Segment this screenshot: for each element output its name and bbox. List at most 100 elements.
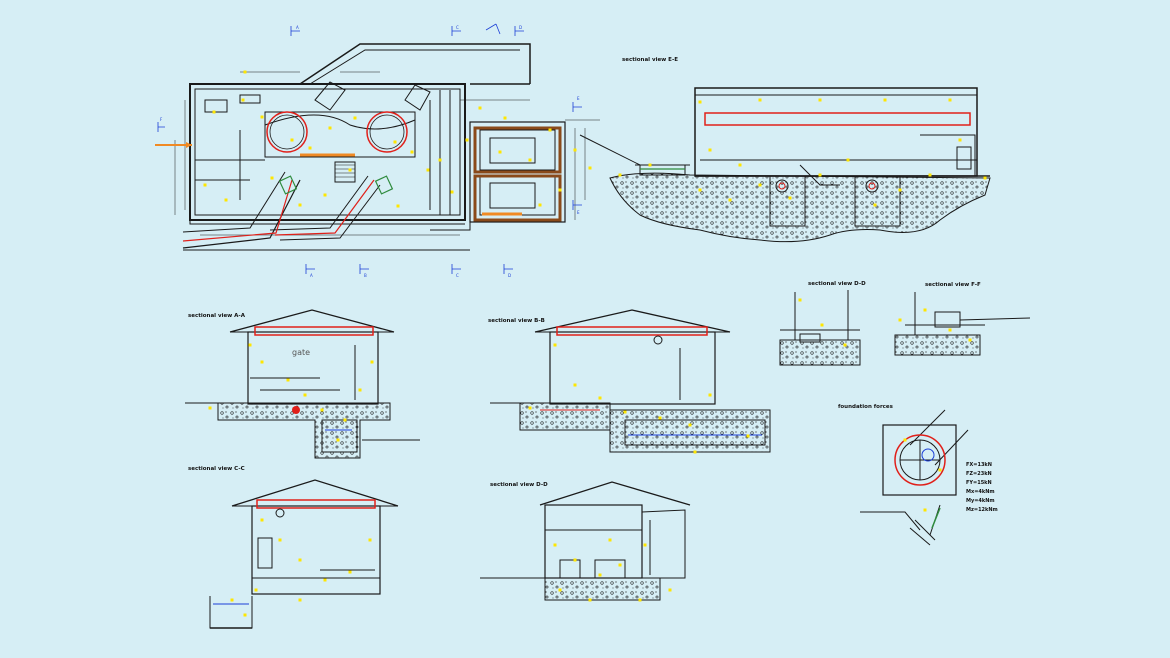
grip-marker <box>370 360 374 364</box>
grip-marker <box>708 393 712 397</box>
grip-marker <box>798 298 802 302</box>
grip-marker <box>348 168 352 172</box>
cut-marker-d-top: D <box>519 25 522 30</box>
foundation-forces: foundation forces FX=13kN FZ=23kN FY=15k… <box>838 404 998 546</box>
grip-marker <box>548 128 552 132</box>
grip-marker <box>254 588 258 592</box>
grip-marker <box>465 138 469 142</box>
grip-marker <box>668 588 672 592</box>
grip-marker <box>643 543 647 547</box>
grip-marker <box>573 148 577 152</box>
grip-marker <box>758 183 762 187</box>
grip-marker <box>343 418 347 422</box>
section-cc-label: sectional view C-C <box>188 466 245 472</box>
grip-marker <box>323 193 327 197</box>
grip-marker <box>528 406 532 410</box>
grip-marker <box>336 438 340 442</box>
plan-view <box>174 43 600 251</box>
grip-marker <box>938 468 942 472</box>
grip-marker <box>958 138 962 142</box>
grip-marker <box>203 183 207 187</box>
grip-marker <box>818 98 822 102</box>
grip-marker <box>303 393 307 397</box>
section-cc: sectional view C-C <box>188 466 399 629</box>
grip-marker <box>588 166 592 170</box>
grip-marker <box>298 598 302 602</box>
grip-marker <box>658 416 662 420</box>
grip-marker <box>278 538 282 542</box>
grip-marker <box>393 140 397 144</box>
grip-marker <box>270 176 274 180</box>
grip-marker <box>348 570 352 574</box>
section-cut-markers <box>157 23 582 274</box>
grip-marker <box>693 450 697 454</box>
grip-marker <box>320 408 324 412</box>
grip-marker <box>923 508 927 512</box>
cut-marker-d-bottom: D <box>508 273 511 278</box>
section-cut-marker-labels: A A B C C D D E E F <box>160 25 580 278</box>
grip-marker <box>323 578 327 582</box>
grip-marker <box>208 406 212 410</box>
grip-marker <box>503 116 507 120</box>
grip-marker <box>358 388 362 392</box>
moment-my: My=4kNm <box>966 498 995 504</box>
grip-marker <box>638 598 642 602</box>
grip-marker <box>923 308 927 312</box>
grip-marker <box>298 203 302 207</box>
section-aa: gate sectional view A-A <box>185 309 420 459</box>
cut-marker-a-bottom: A <box>310 273 313 278</box>
grip-marker <box>820 323 824 327</box>
section-ff: sectional view F-F <box>894 282 1031 356</box>
section-dd: sectional view D-D <box>480 481 691 601</box>
grip-marker <box>903 438 907 442</box>
grip-marker <box>983 176 987 180</box>
section-aa-label: sectional view A-A <box>188 313 246 319</box>
grip-marker <box>308 146 312 150</box>
grip-marker <box>708 148 712 152</box>
grip-marker <box>948 328 952 332</box>
grip-marker <box>738 163 742 167</box>
grip-marker <box>328 126 332 130</box>
grip-marker <box>608 538 612 542</box>
grip-marker <box>898 188 902 192</box>
grip-marker <box>623 410 627 414</box>
plan-accents <box>155 111 562 242</box>
grip-marker <box>698 100 702 104</box>
grip-marker <box>224 198 228 202</box>
grip-marker <box>243 70 247 74</box>
grip-marker <box>553 343 557 347</box>
grip-marker <box>883 98 887 102</box>
grip-marker <box>426 168 430 172</box>
grip-marker <box>588 598 592 602</box>
grip-marker <box>248 343 252 347</box>
grip-marker <box>688 423 692 427</box>
foundation-forces-title: foundation forces <box>838 404 894 410</box>
grip-marker <box>928 173 932 177</box>
grip-marker <box>410 150 414 154</box>
section-bb-label: sectional view B-B <box>488 318 545 324</box>
force-fy: FY=15kN <box>966 480 992 486</box>
grip-marker <box>728 198 732 202</box>
grip-marker <box>898 318 902 322</box>
grip-marker <box>353 116 357 120</box>
moment-mz: Mz=12kNm <box>966 507 998 513</box>
grip-marker <box>498 150 502 154</box>
grip-marker <box>260 360 264 364</box>
section-ff-label: sectional view F-F <box>925 282 981 288</box>
grip-marker <box>648 163 652 167</box>
cut-marker-c-top: C <box>456 25 459 30</box>
section-ee-label: sectional view E-E <box>622 57 678 63</box>
force-fx: FX=13kN <box>966 462 992 468</box>
grip-marker <box>230 598 234 602</box>
section-ee: sectional view E-E <box>579 57 991 243</box>
grip-marker <box>553 543 557 547</box>
grip-marker <box>260 518 264 522</box>
grip-marker <box>846 158 850 162</box>
cut-marker-c-bottom: C <box>456 273 459 278</box>
section-bb: sectional view B-B <box>488 309 771 453</box>
grip-marker <box>968 338 972 342</box>
grip-marker <box>241 98 245 102</box>
grip-marker <box>573 558 577 562</box>
grip-marker <box>598 396 602 400</box>
